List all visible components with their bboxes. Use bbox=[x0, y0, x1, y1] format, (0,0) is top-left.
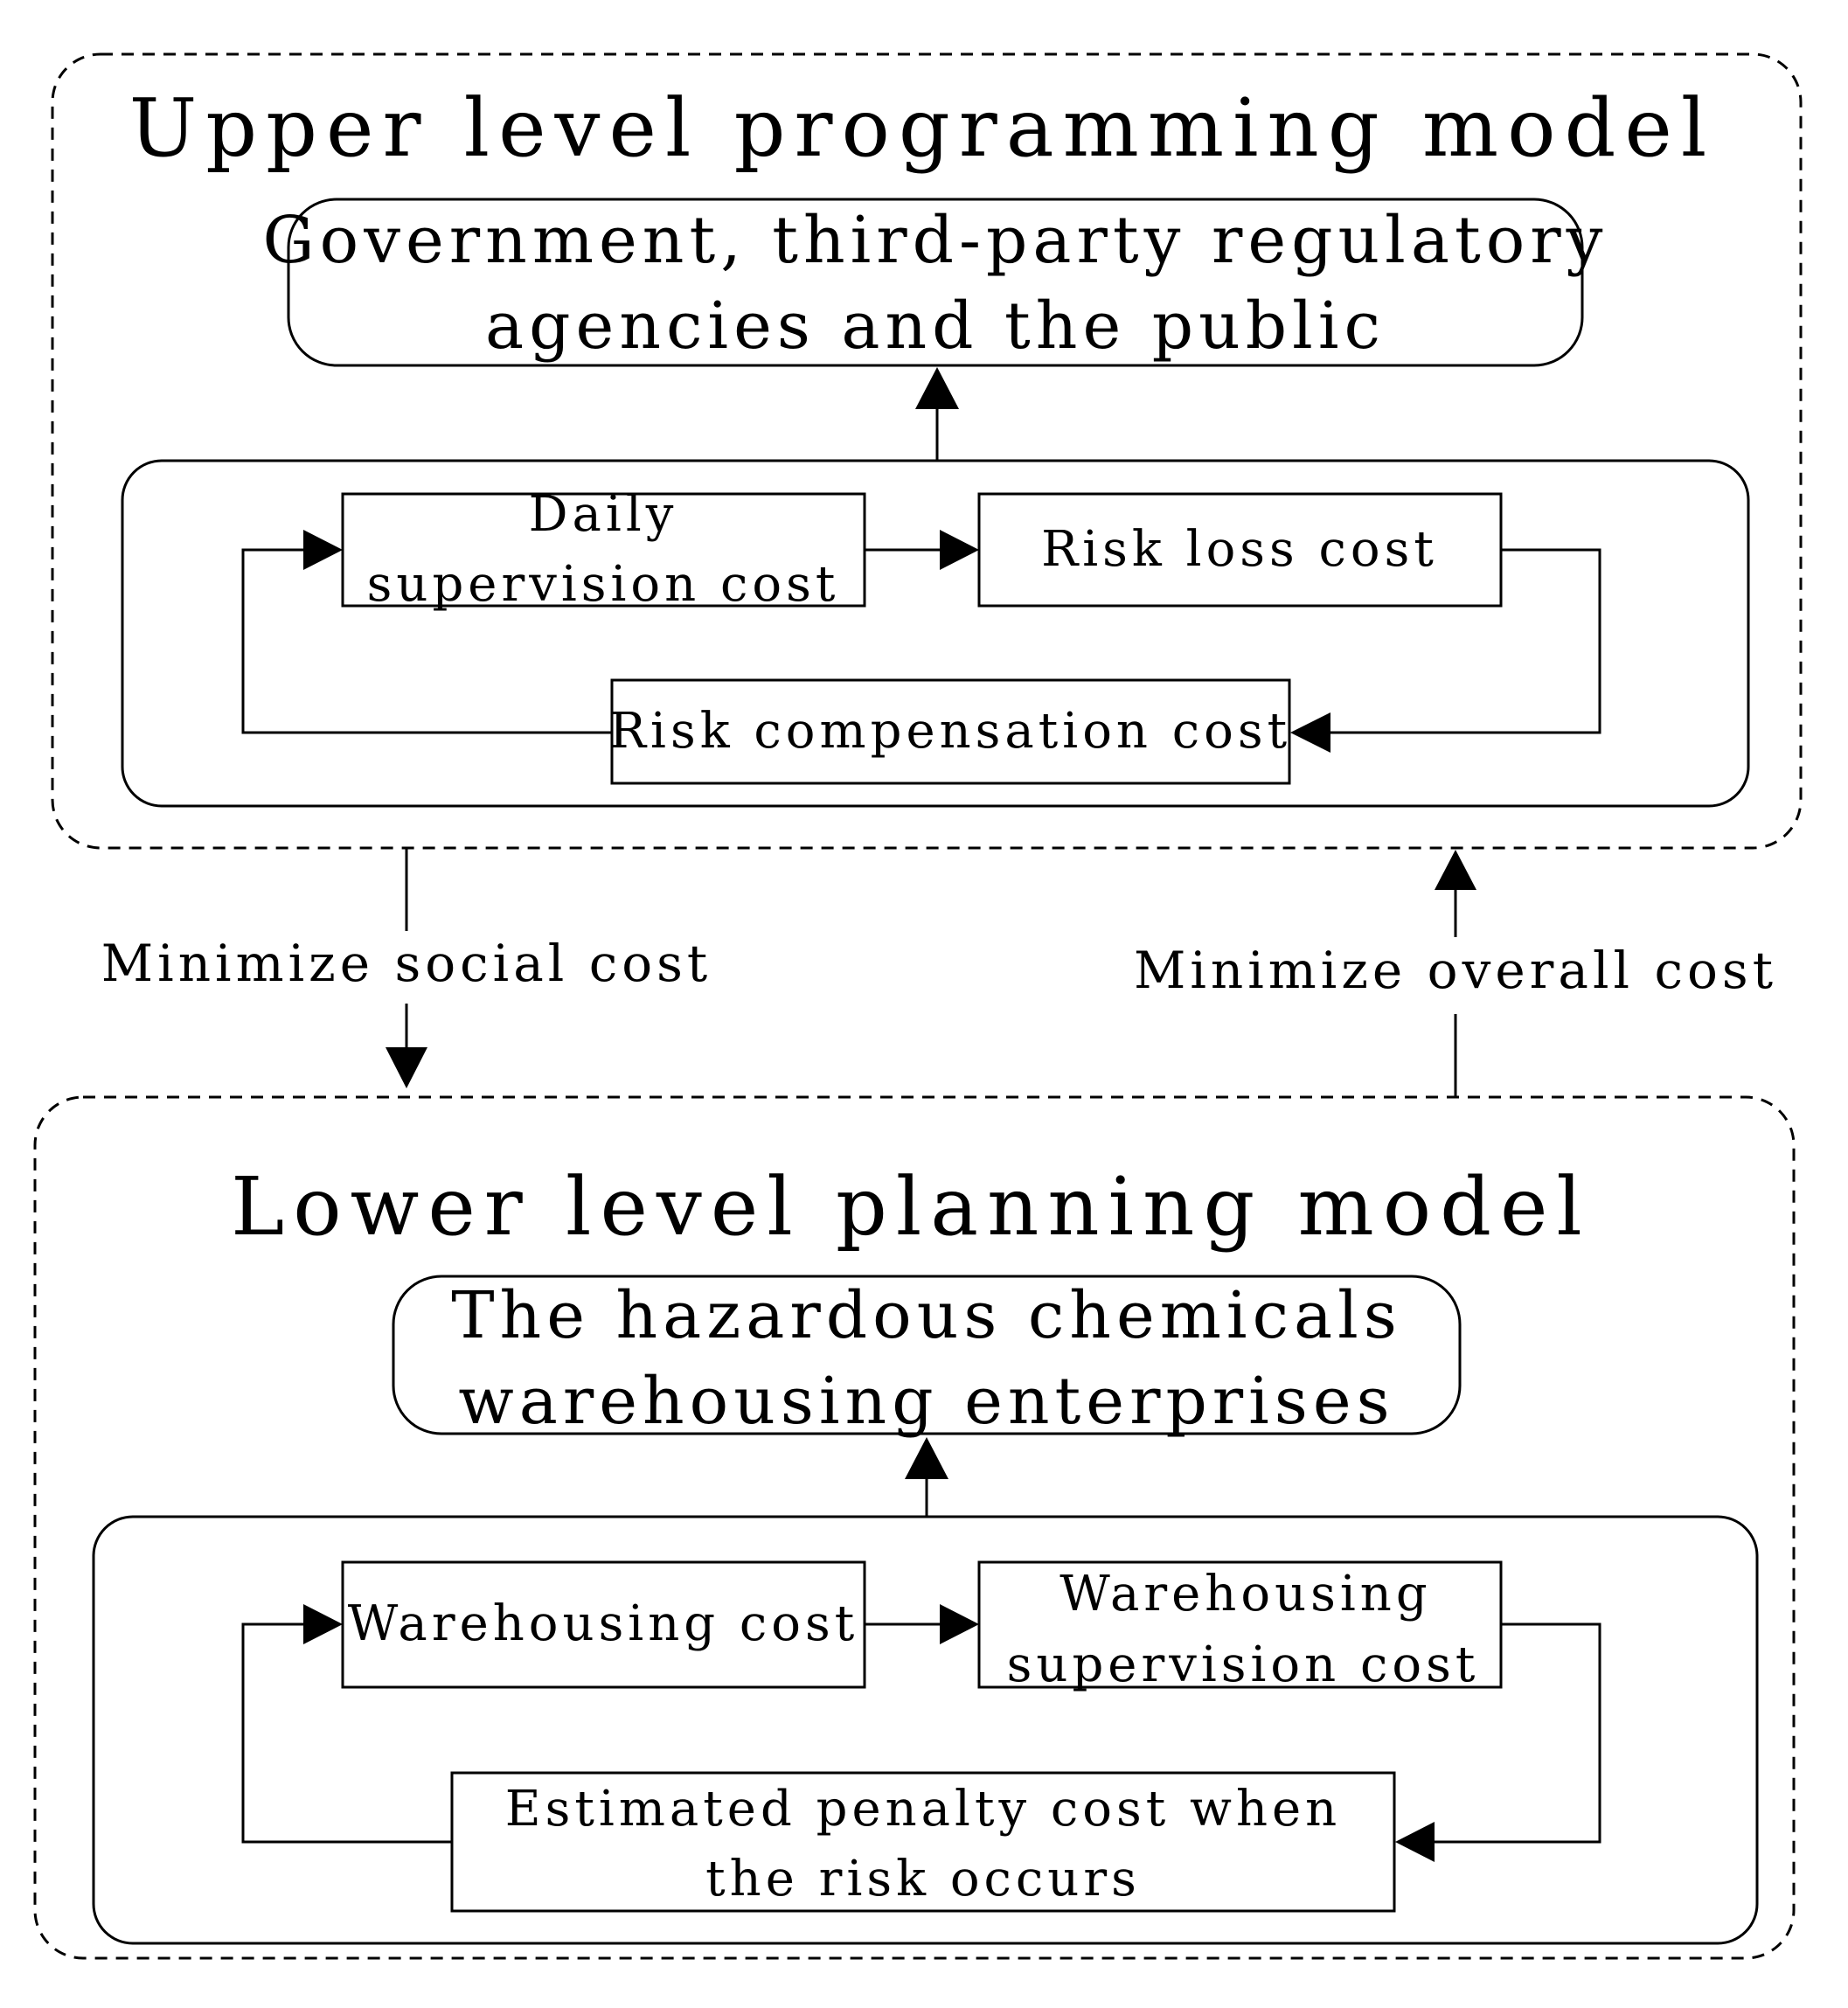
risk-loss-to-compensation-arrowhead bbox=[1290, 712, 1330, 753]
upper-level-container bbox=[51, 52, 1803, 850]
upper-actor-line-2: agencies and the public bbox=[485, 288, 1386, 364]
estimated-penalty-cost-line-2: the risk occurs bbox=[705, 1851, 1141, 1907]
supervision-to-penalty-arrowhead bbox=[1395, 1822, 1435, 1862]
lower-actor-line-1: The hazardous chemicals bbox=[451, 1278, 1402, 1353]
upper-actor-line-1: Government, third-party regulatory bbox=[263, 203, 1608, 278]
lower-cycle-to-actor-arrowhead bbox=[905, 1437, 948, 1479]
lower-actor-box bbox=[392, 1275, 1462, 1435]
risk-loss-to-compensation-line bbox=[1330, 548, 1601, 734]
social-cost-link-arrowhead bbox=[386, 1047, 427, 1088]
upper-actor-box bbox=[287, 198, 1584, 367]
daily-supervision-cost-line-2: supervision cost bbox=[367, 556, 840, 613]
warehousing-supervision-cost-line-1: Warehousing bbox=[1059, 1566, 1431, 1622]
lower-actor-line-2: warehousing enterprises bbox=[458, 1364, 1394, 1439]
compensation-to-daily-line bbox=[241, 548, 612, 734]
daily-supervision-cost-line-1: Daily bbox=[529, 486, 678, 543]
warehousing-to-supervision-arrowhead bbox=[940, 1604, 979, 1644]
supervision-to-penalty-line bbox=[1435, 1622, 1601, 1844]
penalty-to-warehousing-arrowhead bbox=[303, 1604, 343, 1644]
risk-loss-cost-label: Risk loss cost bbox=[1041, 521, 1438, 578]
overall-cost-link-arrowhead bbox=[1435, 850, 1476, 890]
warehousing-cost-label: Warehousing cost bbox=[348, 1595, 859, 1652]
lower-level-title: Lower level planning model bbox=[231, 1160, 1591, 1254]
minimize-social-cost-label: Minimize social cost bbox=[101, 934, 712, 993]
upper-cost-cycle-container bbox=[121, 459, 1750, 808]
risk-compensation-cost-label: Risk compensation cost bbox=[609, 703, 1291, 760]
compensation-to-daily-arrowhead bbox=[303, 530, 343, 570]
minimize-overall-cost-label: Minimize overall cost bbox=[1134, 941, 1777, 1000]
upper-cycle-to-actor-arrowhead bbox=[915, 367, 959, 409]
upper-level-title: Upper level programming model bbox=[129, 81, 1716, 175]
lower-level-container bbox=[33, 1095, 1796, 1960]
daily-to-risk-loss-arrowhead bbox=[940, 530, 979, 570]
penalty-to-warehousing-line bbox=[241, 1622, 452, 1844]
warehousing-supervision-cost-line-2: supervision cost bbox=[1007, 1636, 1480, 1693]
estimated-penalty-cost-line-1: Estimated penalty cost when bbox=[505, 1781, 1341, 1838]
